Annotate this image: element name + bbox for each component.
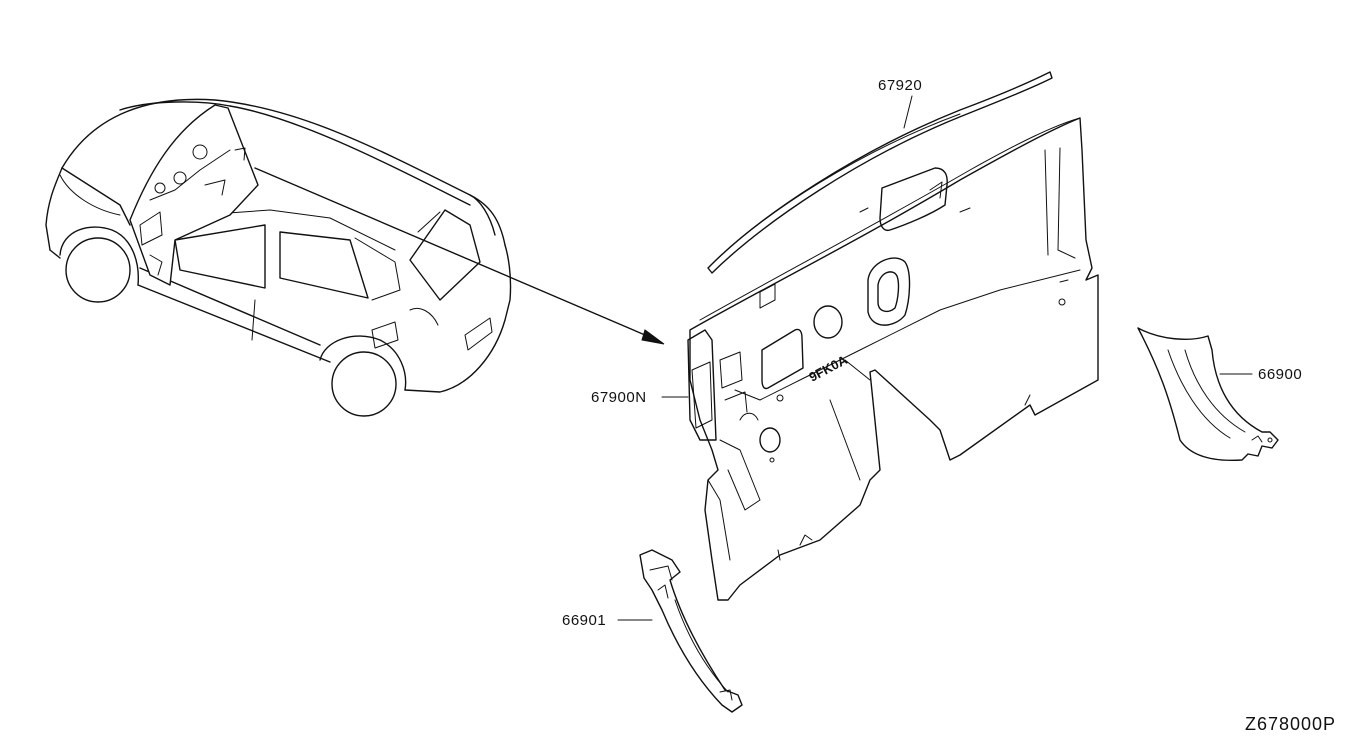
part-67900n-back-panel-finisher — [687, 117, 1099, 601]
part-66900-trim — [1137, 327, 1279, 462]
leader-67920 — [903, 95, 913, 129]
label-66901: 66901 — [562, 612, 606, 629]
diagram-code: Z678000P — [1245, 714, 1336, 734]
label-66900: 66900 — [1258, 366, 1302, 383]
part-66901-trim — [639, 549, 743, 713]
pointer-arrow — [254, 167, 665, 345]
vehicle-illustration — [45, 98, 512, 417]
label-67900n: 67900N — [591, 389, 647, 406]
label-67920: 67920 — [878, 77, 922, 94]
part-67920-weatherstrip — [707, 71, 1053, 274]
